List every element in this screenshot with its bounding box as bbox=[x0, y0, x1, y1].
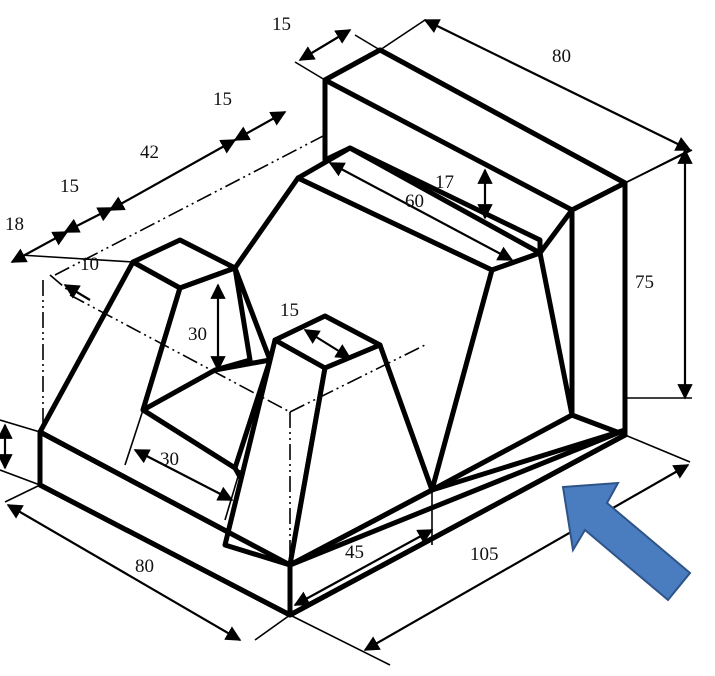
dim-label-80-top: 80 bbox=[552, 46, 571, 67]
dim-label-80-bottom: 80 bbox=[135, 556, 154, 577]
view-direction-arrow-icon bbox=[561, 481, 692, 602]
dim-label-15-top: 15 bbox=[272, 14, 291, 35]
central-block-right-face bbox=[429, 250, 575, 493]
dim-label-18: 18 bbox=[5, 214, 24, 235]
dim-label-15-upper: 15 bbox=[213, 89, 232, 110]
dim-label-17: 17 bbox=[435, 172, 454, 193]
dim-line-15-post bbox=[303, 329, 352, 359]
dim-label-30-height: 30 bbox=[188, 324, 207, 345]
dim-label-15-left: 15 bbox=[60, 176, 79, 197]
dim-line-80-top bbox=[423, 19, 692, 151]
dim-label-15-post: 15 bbox=[280, 300, 299, 321]
dim-line-42 bbox=[108, 139, 237, 211]
dim-line-60 bbox=[328, 162, 514, 261]
dimension-labels: 15 80 15 42 15 18 10 17 60 75 30 15 30 8… bbox=[5, 14, 654, 577]
dim-label-10: 10 bbox=[80, 254, 99, 275]
dim-label-75: 75 bbox=[635, 272, 654, 293]
dimension-lines bbox=[0, 19, 693, 651]
dim-label-105: 105 bbox=[470, 544, 499, 565]
dim-line-30-slot bbox=[133, 449, 234, 501]
dim-label-30-slot: 30 bbox=[160, 449, 179, 470]
dim-label-45: 45 bbox=[345, 542, 364, 563]
dim-line-10 bbox=[63, 284, 91, 301]
dim-line-80-bottom bbox=[6, 504, 242, 641]
back-wall-right-face bbox=[569, 180, 628, 438]
dim-line-15-left bbox=[63, 207, 114, 233]
solid-body bbox=[37, 47, 628, 618]
dim-label-60: 60 bbox=[405, 191, 424, 212]
dim-line-15-upper bbox=[233, 111, 287, 141]
dim-line-105 bbox=[363, 464, 690, 651]
dim-label-42: 42 bbox=[140, 142, 159, 163]
dim-line-18 bbox=[10, 231, 69, 263]
extension-lines bbox=[0, 19, 693, 666]
dim-line-15-top bbox=[298, 29, 352, 61]
